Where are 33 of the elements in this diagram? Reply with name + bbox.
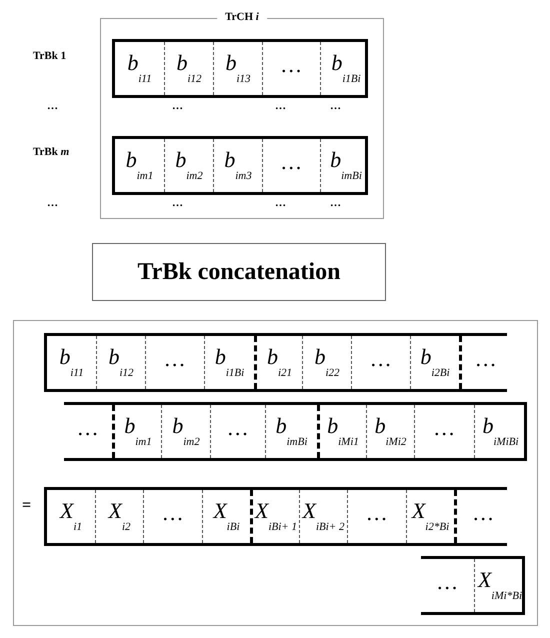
frame-title: TrCH i (217, 11, 267, 23)
bit-cell-text: … (436, 568, 458, 596)
row-label: … (172, 100, 183, 112)
bit-cell: … (143, 490, 202, 543)
bit-cell: … (145, 336, 204, 389)
bit-row-bar (112, 39, 368, 98)
bit-row-bar (44, 333, 507, 392)
bit-row-bar (421, 556, 525, 615)
bit-row-bar (64, 402, 527, 461)
bit-cell: … (347, 490, 406, 543)
bit-cell: … (351, 336, 410, 389)
process-box (92, 243, 386, 301)
row-label: TrBk m (33, 146, 70, 158)
row-label: … (47, 197, 58, 209)
process-title: TrBk concatenation (138, 258, 340, 286)
row-label: = (22, 497, 32, 515)
bit-cell: … (454, 490, 510, 543)
bit-cell: … (262, 139, 320, 192)
row-label: … (275, 100, 286, 112)
row-label: … (172, 197, 183, 209)
row-label: … (330, 100, 341, 112)
row-label: TrBk 1 (33, 50, 66, 62)
row-label: … (275, 197, 286, 209)
row-label: … (330, 197, 341, 209)
bit-cell: … (459, 336, 510, 389)
bit-row-bar (44, 487, 507, 546)
frame-box (13, 320, 538, 626)
bit-cell: … (262, 42, 320, 95)
row-label: … (47, 100, 58, 112)
bit-cell: … (414, 405, 474, 458)
bit-cell-text: … (77, 414, 99, 442)
bit-cell: … (210, 405, 265, 458)
bit-row-bar (112, 136, 368, 195)
